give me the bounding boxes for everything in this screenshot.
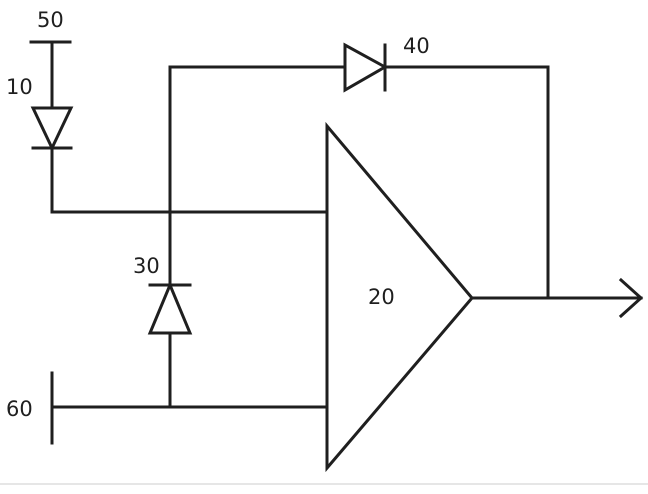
diode-30-triangle [147,281,193,335]
label-20: 20 [368,285,395,309]
label-40: 40 [403,34,430,58]
label-10: 10 [6,75,33,99]
label-60: 60 [6,397,33,421]
output-arrow [470,277,644,319]
diode-40-triangle [343,42,389,93]
diode-30 [147,210,193,409]
terminal-50 [29,40,72,110]
feedback-path [168,42,550,300]
label-30: 30 [133,254,160,278]
amplifier-20 [325,121,474,473]
label-50: 50 [37,8,64,32]
terminal-60 [50,371,329,445]
diode-10 [30,106,74,214]
output-arrowhead-icon [618,277,644,319]
diode-40 [343,42,389,93]
diode-10-triangle [30,106,74,152]
